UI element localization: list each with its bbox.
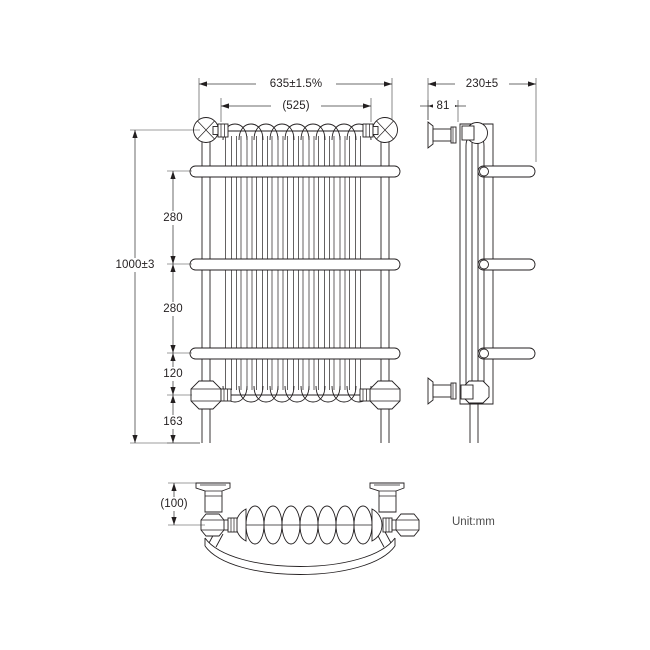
dim-valve-to-floor: 163	[163, 416, 183, 428]
side-towel-rail-2	[477, 258, 536, 271]
front-valve-bottom-left	[190, 380, 232, 410]
front-towel-rail-2	[189, 258, 401, 271]
front-valve-top-left	[193, 117, 229, 143]
side-elevation-view	[427, 121, 536, 443]
front-valve-bottom-right	[359, 380, 401, 410]
dim-rail-gap-lower: 280	[163, 303, 183, 315]
dim-overall-height: 1000±3	[116, 259, 155, 271]
dim-core-width: (525)	[282, 100, 309, 112]
bottom-plan-view: (100)	[152, 482, 420, 575]
dim-rail-to-valve: 120	[163, 368, 183, 380]
plan-foot-left	[195, 482, 231, 513]
dim-overall-width: 635±1.5%	[270, 78, 323, 90]
dim-plan-offset: (100)	[160, 498, 187, 510]
side-wall-bracket-upper	[427, 121, 457, 149]
side-valve-top	[461, 122, 488, 144]
unit-note: Unit:mm	[452, 516, 495, 528]
front-towel-rail-1	[189, 165, 401, 178]
side-valve-bottom	[460, 380, 490, 404]
side-towel-rail-1	[477, 165, 536, 178]
dim-rail-gap-upper: 280	[163, 212, 183, 224]
front-view-dimensions: 635±1.5% (525) 1000±3 280	[108, 74, 393, 444]
plan-foot-right	[369, 482, 405, 513]
side-wall-bracket-lower	[427, 377, 457, 405]
front-elevation-view	[189, 117, 401, 443]
side-leg	[469, 403, 479, 443]
dim-overall-depth: 230±5	[466, 78, 498, 90]
front-towel-rail-3	[189, 347, 401, 360]
dim-bracket-projection: 81	[437, 100, 450, 112]
plan-core-columns	[245, 505, 373, 545]
side-towel-rail-3	[477, 347, 536, 360]
plan-valve-left	[200, 508, 247, 542]
plan-valve-right	[371, 508, 420, 542]
front-valve-top-right	[362, 117, 398, 143]
plan-curved-rail	[204, 537, 396, 575]
side-view-dimensions: 230±5 81	[420, 74, 537, 162]
